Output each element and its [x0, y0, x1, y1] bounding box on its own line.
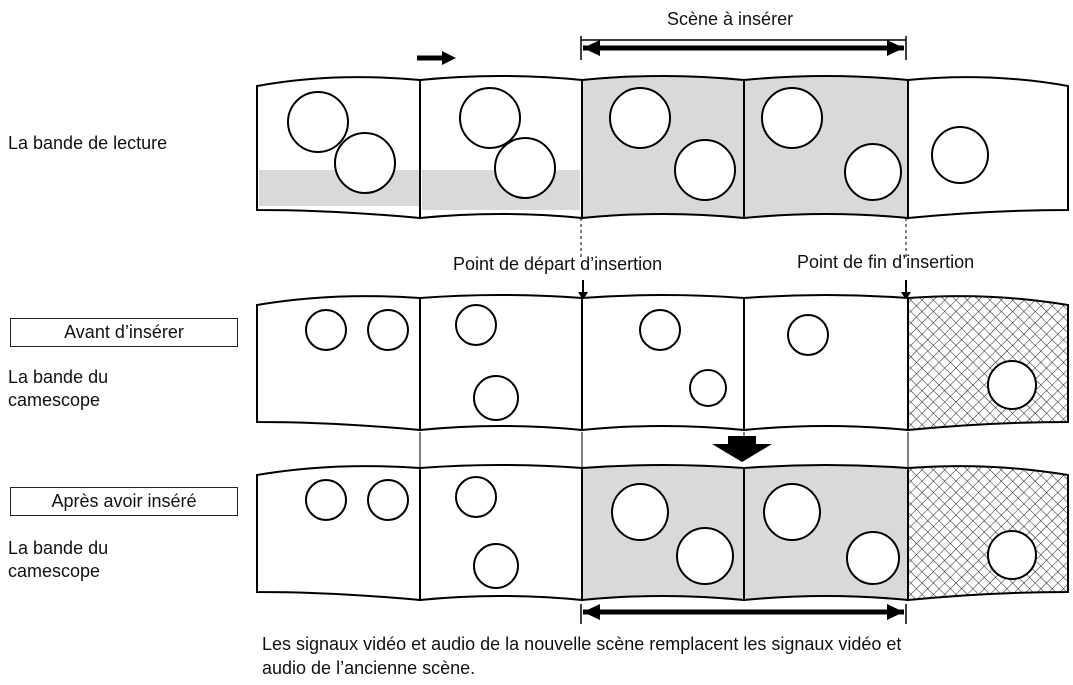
before-insert-tape-strip	[256, 294, 1069, 432]
caption-line1: Les signaux vidéo et audio de la nouvell…	[262, 634, 902, 654]
before-frame-4	[743, 294, 909, 432]
replaced-span-arrow	[580, 604, 907, 624]
after-insert-tape-strip	[256, 464, 1069, 602]
insert-start-point-label: Point de départ d’insertion	[453, 254, 663, 274]
after-frame-5	[907, 465, 1069, 602]
before-frame-5	[907, 295, 1069, 432]
insert-end-point-label: Point de fin d’insertion	[797, 252, 975, 272]
insert-scene-title: Scène à insérer	[667, 9, 794, 29]
before-camcorder-label-line1: La bande du	[8, 367, 109, 387]
caption-line2: audio de l’ancienne scène.	[262, 658, 476, 678]
before-insert-tag: Avant d’insérer	[10, 318, 238, 347]
insert-scene-span-arrow	[580, 36, 907, 60]
playback-tape-strip	[256, 75, 1069, 220]
after-insert-tag: Après avoir inséré	[10, 487, 238, 516]
replace-down-arrow	[712, 436, 772, 462]
before-camcorder-label-line2: camescope	[8, 390, 101, 410]
insert-end-down-arrow	[901, 292, 911, 300]
after-camcorder-label-line2: camescope	[8, 561, 101, 581]
playback-direction-arrow	[417, 51, 456, 65]
insert-start-down-arrow	[578, 292, 588, 300]
after-camcorder-label-line1: La bande du	[8, 538, 109, 558]
playback-tape-label: La bande de lecture	[8, 133, 168, 153]
